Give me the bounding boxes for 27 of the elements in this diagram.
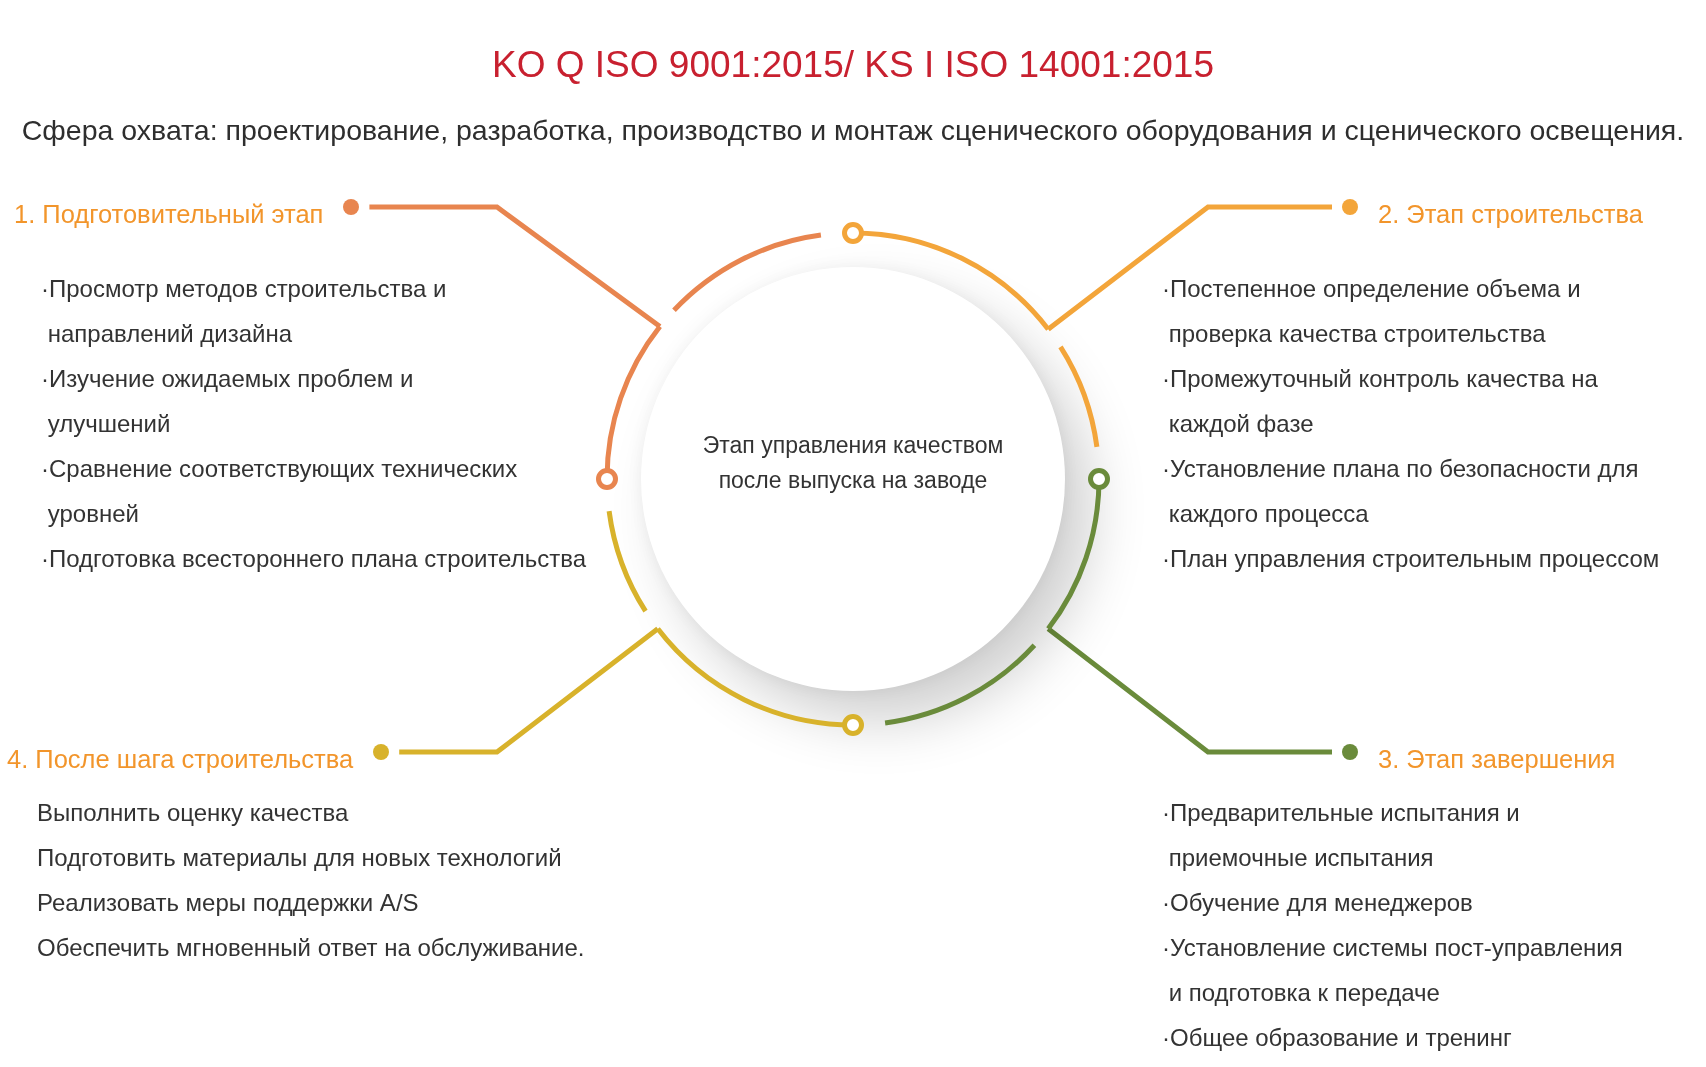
stage-heading: 1. Подготовительный этап <box>14 199 324 229</box>
connector-line <box>399 626 660 755</box>
list-item: ·Постепенное определение объема и проверка качества строительства <box>1162 274 1582 349</box>
scope-note: Сфера охвата: проектирование, разработка, производство и монтаж сценического оборудования и сценического освещения. <box>21 113 1685 148</box>
list-item: Обеспечить мгновенный ответ на обслуживание. <box>37 933 585 963</box>
list-item: Подготовить материалы для новых технологий <box>37 843 562 873</box>
connector-line <box>369 204 662 329</box>
list-item: ·Сравнение соответствующих технических уровней <box>41 454 519 529</box>
list-item: ·Общее образование и тренинг <box>1162 1023 1512 1053</box>
stage-heading: 2. Этап строительства <box>1378 199 1643 229</box>
list-item: ·План управления строительным процессом <box>1162 544 1660 574</box>
list-item: ·Обучение для менеджеров <box>1162 888 1473 918</box>
list-item: ·Установление плана по безопасности для каждого процесса <box>1162 454 1640 529</box>
list-item: Реализовать меры поддержки A/S <box>37 888 419 918</box>
stage-heading: 3. Этап завершения <box>1378 744 1616 774</box>
list-item: Выполнить оценку качества <box>37 798 349 828</box>
list-item: ·Установление системы пост-управления и подготовка к передаче <box>1162 933 1624 1008</box>
list-item: ·Подготовка всестороннего плана строительства <box>41 544 586 574</box>
hub-label: Этап управления качеством после выпуска на заводе <box>701 431 1005 495</box>
list-item: ·Просмотр методов строительства и направлений дизайна <box>41 274 448 349</box>
list-item: ·Предварительные испытания и приемочные испытания <box>1162 798 1521 873</box>
connector-line <box>1046 204 1332 332</box>
list-item: ·Изучение ожидаемых проблем и улучшений <box>41 364 415 439</box>
diagram-title: KO Q ISO 9001:2015/ KS I ISO 14001:2015 <box>492 43 1214 87</box>
list-item: ·Промежуточный контроль качества на каждой фазе <box>1162 364 1599 439</box>
stage-heading: 4. После шага строительства <box>7 744 354 774</box>
connector-line <box>1046 626 1332 755</box>
